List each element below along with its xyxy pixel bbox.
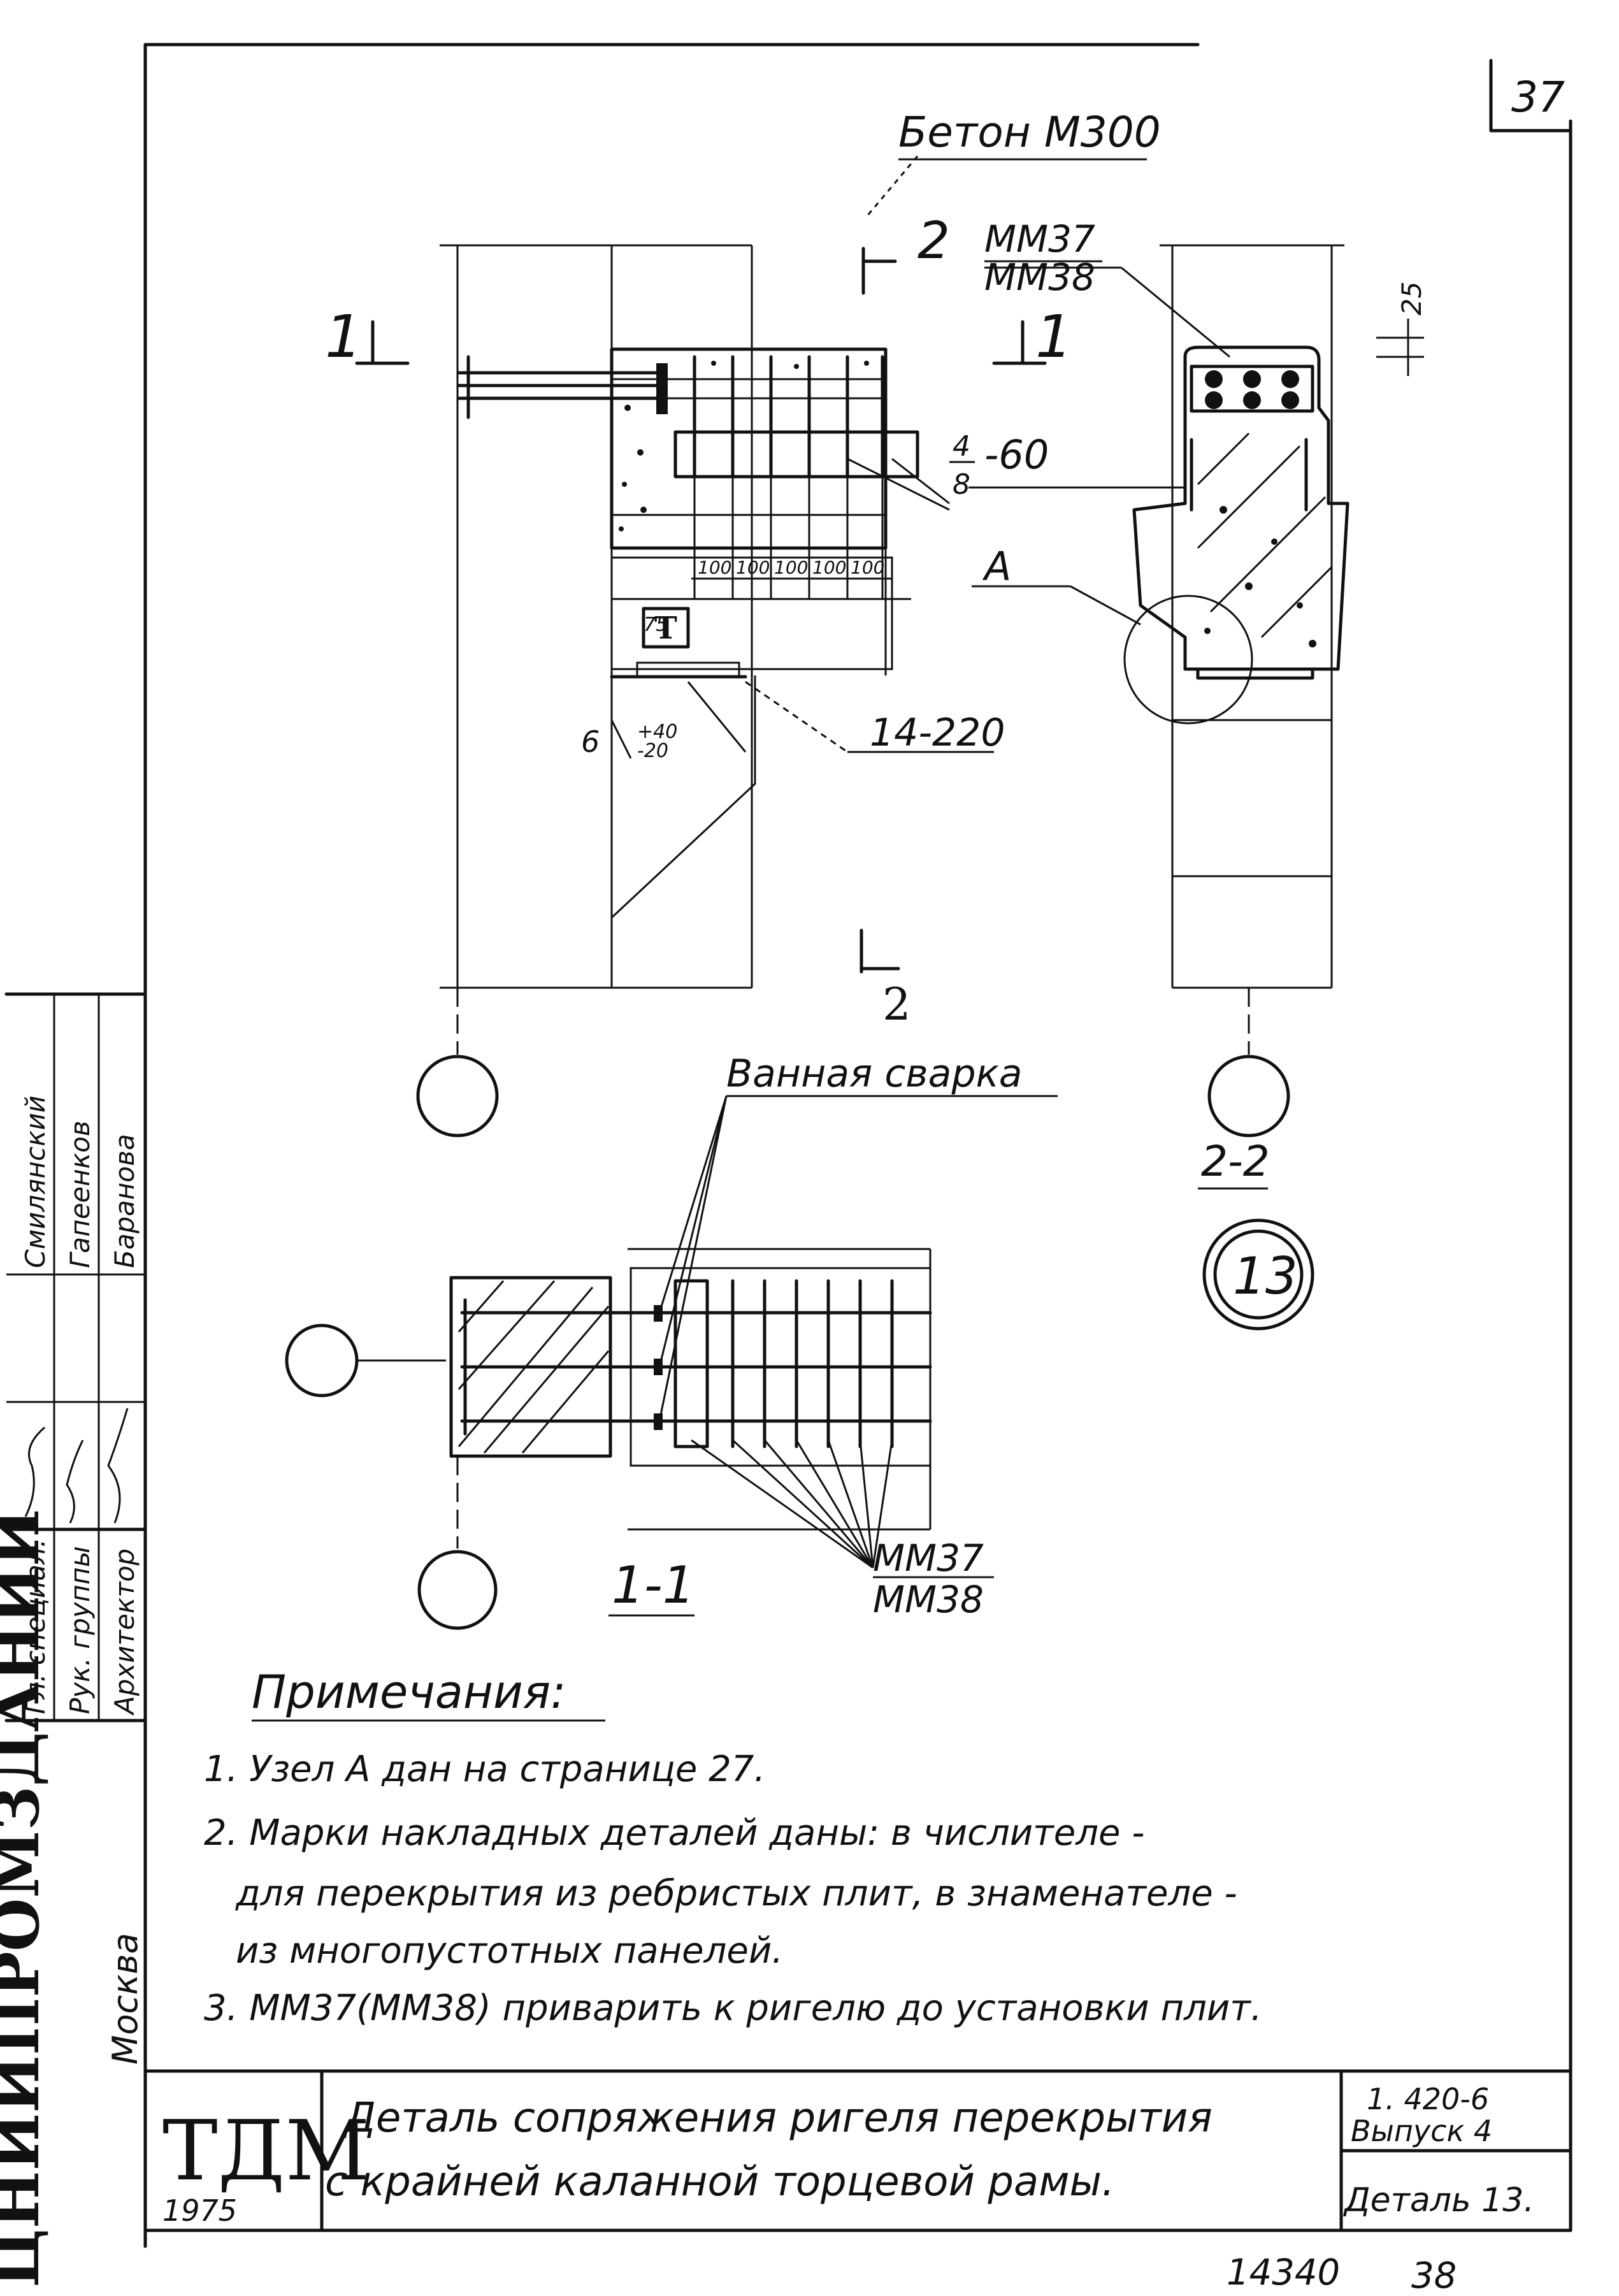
dim-20: -20	[637, 740, 668, 762]
spacing-100-1: 100	[698, 557, 731, 578]
tdm-logo: ТДМ	[162, 2102, 370, 2199]
name-2: Гапеенков	[64, 1120, 96, 1268]
title-line-1: Деталь сопряжения ригеля перекрытия	[342, 2095, 1212, 2142]
section-1-right-label: 1	[1035, 303, 1073, 371]
section-1-1-label: 1-1	[612, 1556, 695, 1615]
notes: Примечания: 1. Узел А дан на странице 27…	[204, 1665, 1262, 2029]
title-line-2: с крайней каланной торцевой рамы.	[325, 2158, 1114, 2206]
spacing-100-2: 100	[736, 557, 770, 578]
note-2-cont-1: для перекрытия из ребристых плит, в знам…	[235, 1873, 1237, 1914]
issue-label: Выпуск 4	[1351, 2114, 1492, 2148]
section-1-left-label: 1	[325, 303, 363, 371]
fraction-den: 8	[953, 468, 970, 501]
spacing-100-3: 100	[774, 557, 808, 578]
grid-axis-bubble-2	[1207, 1055, 1290, 1137]
bath-welding-label: Ванная сварка	[726, 1051, 1023, 1096]
mark-top-1: ММ37	[984, 217, 1095, 261]
spacing-100-5: 100	[851, 557, 884, 578]
detail-number: 13	[1233, 1246, 1298, 1306]
note-2-cont-2: из многопустотных панелей.	[236, 1930, 783, 1972]
footer-sheet: 38	[1411, 2255, 1457, 2296]
detail-circle-outer	[1202, 1218, 1314, 1331]
dim-6: 6	[581, 725, 600, 759]
detail-circle-inner	[1213, 1229, 1304, 1320]
dim-75: 75	[644, 614, 668, 636]
node-a-label: А	[982, 543, 1011, 589]
dim-60: -60	[984, 431, 1049, 478]
dim-40: +40	[637, 721, 677, 743]
node-a-callout	[1123, 595, 1253, 725]
weld-bar	[656, 363, 668, 414]
mark-bottom-2: ММ38	[873, 1578, 984, 1621]
mark-bottom-1: ММ37	[873, 1536, 984, 1580]
note-1: 1. Узел А дан на странице 27.	[204, 1749, 765, 1790]
dim-25: 25	[1396, 282, 1427, 315]
section-2-top-label: 2	[917, 211, 950, 270]
section-2-2-view: А 25 ММ37 ММ38 2-2 13	[972, 217, 1427, 1331]
detail-label: Деталь 13.	[1343, 2181, 1534, 2220]
stirrup-spacing: 100 100 100 100 100	[691, 557, 892, 580]
org-city: Москва	[105, 1933, 145, 2065]
sheet-frame: 37	[143, 43, 1572, 2248]
concrete-label: Бетон М300	[898, 108, 1161, 157]
grid-axis-bubble-3	[285, 1324, 359, 1397]
section-2-2-label: 2-2	[1201, 1137, 1270, 1186]
signatures	[24, 1408, 129, 1524]
name-3: Баранова	[109, 1134, 140, 1268]
grid-axis-bubble	[416, 1055, 499, 1137]
role-1: Гл. специал.	[20, 1539, 51, 1714]
page-number: 37	[1511, 73, 1565, 122]
mark-top-2: ММ38	[984, 256, 1095, 299]
section-2-bottom-label: 2	[882, 978, 911, 1030]
fraction-num: 4	[953, 430, 970, 463]
bar-cluster	[1205, 370, 1299, 409]
spacing-100-4: 100	[812, 557, 846, 578]
grid-axis-bubble-4	[417, 1550, 498, 1630]
note-2: 2. Марки накладных деталей даны: в числи…	[204, 1812, 1144, 1854]
section-1-1-view: Ванная сварка ММ37 ММ38 1-1	[285, 1051, 1058, 1630]
note-3: 3. ММ37(ММ38) приварить к ригелю до уста…	[204, 1988, 1262, 2029]
dim-14-220: 14-220	[870, 711, 1005, 755]
notes-heading: Примечания:	[252, 1665, 566, 1719]
elevation-view: Т 75 100 100 100 100 100 1 1 2 2 Бетон М…	[325, 108, 1185, 1137]
role-3: Архитектор	[109, 1549, 140, 1716]
title-block: ТДМ 1975 Деталь сопряжения ригеля перекр…	[0, 992, 1572, 2288]
marker-t: Т	[654, 610, 677, 646]
footer-code: 14340	[1227, 2252, 1340, 2293]
org-name: ЦНИИПРОМЗДАНИЙ	[0, 1509, 53, 2288]
stamp-year: 1975	[162, 2193, 237, 2228]
series-code: 1. 420-6	[1367, 2082, 1489, 2116]
name-1: Смилянский	[20, 1095, 51, 1268]
role-2: Рук. группы	[64, 1546, 96, 1714]
